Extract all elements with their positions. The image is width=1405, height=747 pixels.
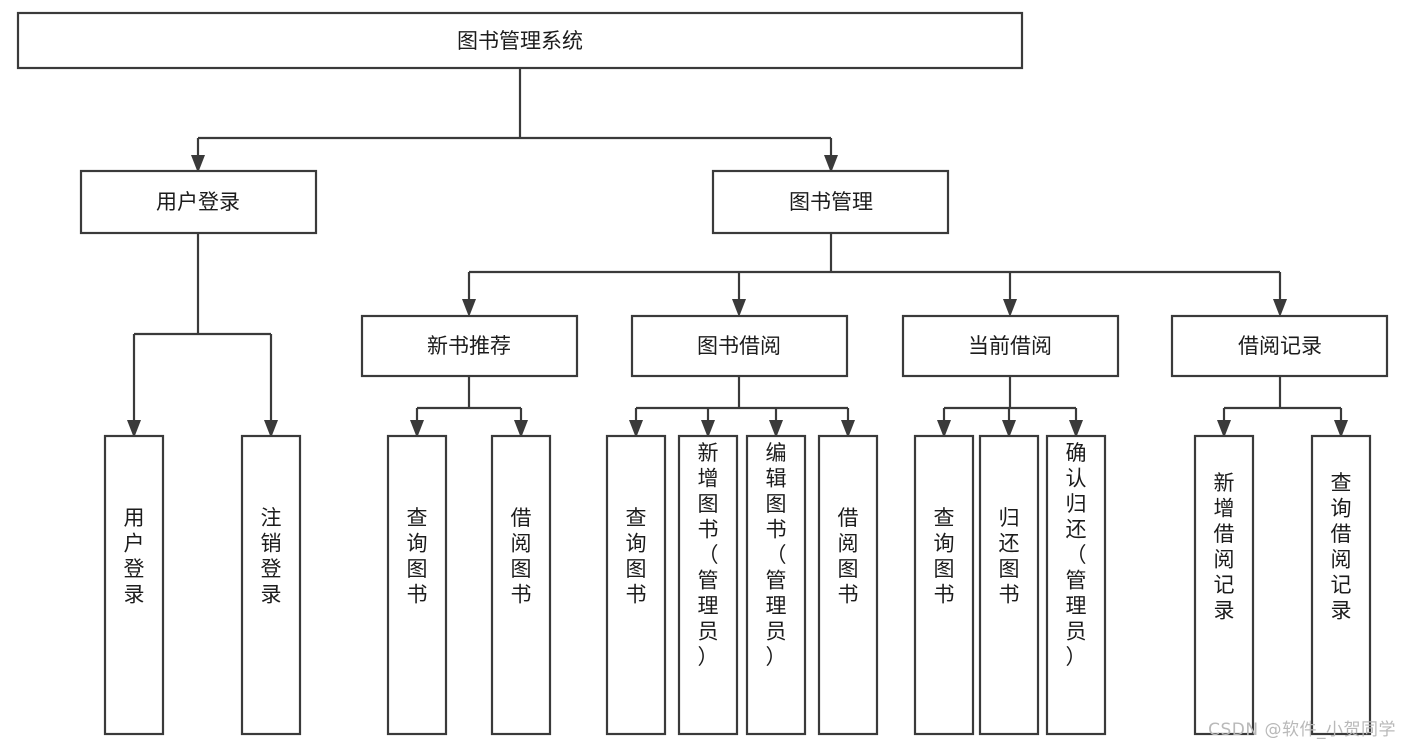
node-new-book-recommend-label: 新书推荐 (427, 334, 511, 358)
csdn-watermark: CSDN @软件_小贺同学 (1208, 720, 1396, 740)
node-user-login-label: 用户登录 (156, 190, 240, 214)
leaf-add-book-admin-label: 新增图书（管理员） (698, 441, 719, 669)
node-book-borrow-label: 图书借阅 (697, 334, 781, 358)
leaf-confirm-return-admin[interactable]: 确认归还（管理员） (1045, 434, 1107, 736)
leaf-query-borrow-record-label: 查询借阅记录 (1331, 471, 1352, 623)
node-root-system[interactable]: 图书管理系统 (16, 11, 1024, 70)
node-book-management[interactable]: 图书管理 (711, 169, 950, 235)
connector-newbook-to-leaves (410, 376, 528, 438)
leaf-edit-book-admin-label: 编辑图书（管理员） (766, 441, 787, 669)
node-book-management-label: 图书管理 (789, 190, 873, 214)
node-current-borrow[interactable]: 当前借阅 (901, 314, 1120, 378)
leaf-add-borrow-record-label: 新增借阅记录 (1214, 471, 1235, 623)
arrow-to-new-book-recommend (462, 299, 476, 317)
leaf-user-login[interactable]: 用户登录 (103, 434, 165, 736)
connector-userlogin-to-leaves (127, 233, 278, 438)
connector-borrowrecord-to-leaves (1217, 376, 1348, 438)
arrow-to-current-borrow (1003, 299, 1017, 317)
leaf-borrow-book-recommend[interactable]: 借阅图书 (490, 434, 552, 736)
leaf-query-book-recommend-label: 查询图书 (407, 506, 428, 607)
node-borrow-record[interactable]: 借阅记录 (1170, 314, 1389, 378)
node-root-label: 图书管理系统 (457, 29, 583, 53)
arrow-to-book-borrow (732, 299, 746, 317)
leaf-user-login-label: 用户登录 (124, 506, 145, 607)
leaf-edit-book-admin[interactable]: 编辑图书（管理员） (745, 434, 807, 736)
leaf-borrow-book-recommend-label: 借阅图书 (511, 506, 532, 607)
leaf-query-book-borrow-label: 查询图书 (626, 506, 647, 607)
node-user-login[interactable]: 用户登录 (79, 169, 318, 235)
leaf-logout[interactable]: 注销登录 (240, 434, 302, 736)
node-current-borrow-label: 当前借阅 (968, 334, 1052, 358)
leaf-logout-label: 注销登录 (261, 506, 282, 607)
connector-root-to-level2 (191, 68, 838, 173)
connector-bookmgmt-to-level3 (462, 233, 1287, 317)
leaf-add-borrow-record[interactable]: 新增借阅记录 (1193, 434, 1255, 736)
node-book-borrow[interactable]: 图书借阅 (630, 314, 849, 378)
arrow-to-borrow-record (1273, 299, 1287, 317)
leaf-borrow-book-borrow-label: 借阅图书 (838, 506, 859, 607)
connector-currentborrow-to-leaves (937, 376, 1083, 438)
leaf-add-book-admin[interactable]: 新增图书（管理员） (677, 434, 739, 736)
leaf-borrow-book-borrow[interactable]: 借阅图书 (817, 434, 879, 736)
leaf-query-borrow-record[interactable]: 查询借阅记录 (1310, 434, 1372, 736)
leaf-query-book-borrow[interactable]: 查询图书 (605, 434, 667, 736)
leaf-query-book-current-label: 查询图书 (934, 506, 955, 607)
leaf-return-book[interactable]: 归还图书 (978, 434, 1040, 736)
leaf-query-book-current[interactable]: 查询图书 (913, 434, 975, 736)
leaf-query-book-recommend[interactable]: 查询图书 (386, 434, 448, 736)
node-borrow-record-label: 借阅记录 (1238, 334, 1322, 358)
connector-bookborrow-to-leaves (629, 376, 855, 438)
leaf-confirm-return-admin-label: 确认归还（管理员） (1066, 441, 1087, 669)
node-new-book-recommend[interactable]: 新书推荐 (360, 314, 579, 378)
leaf-return-book-label: 归还图书 (999, 506, 1020, 607)
